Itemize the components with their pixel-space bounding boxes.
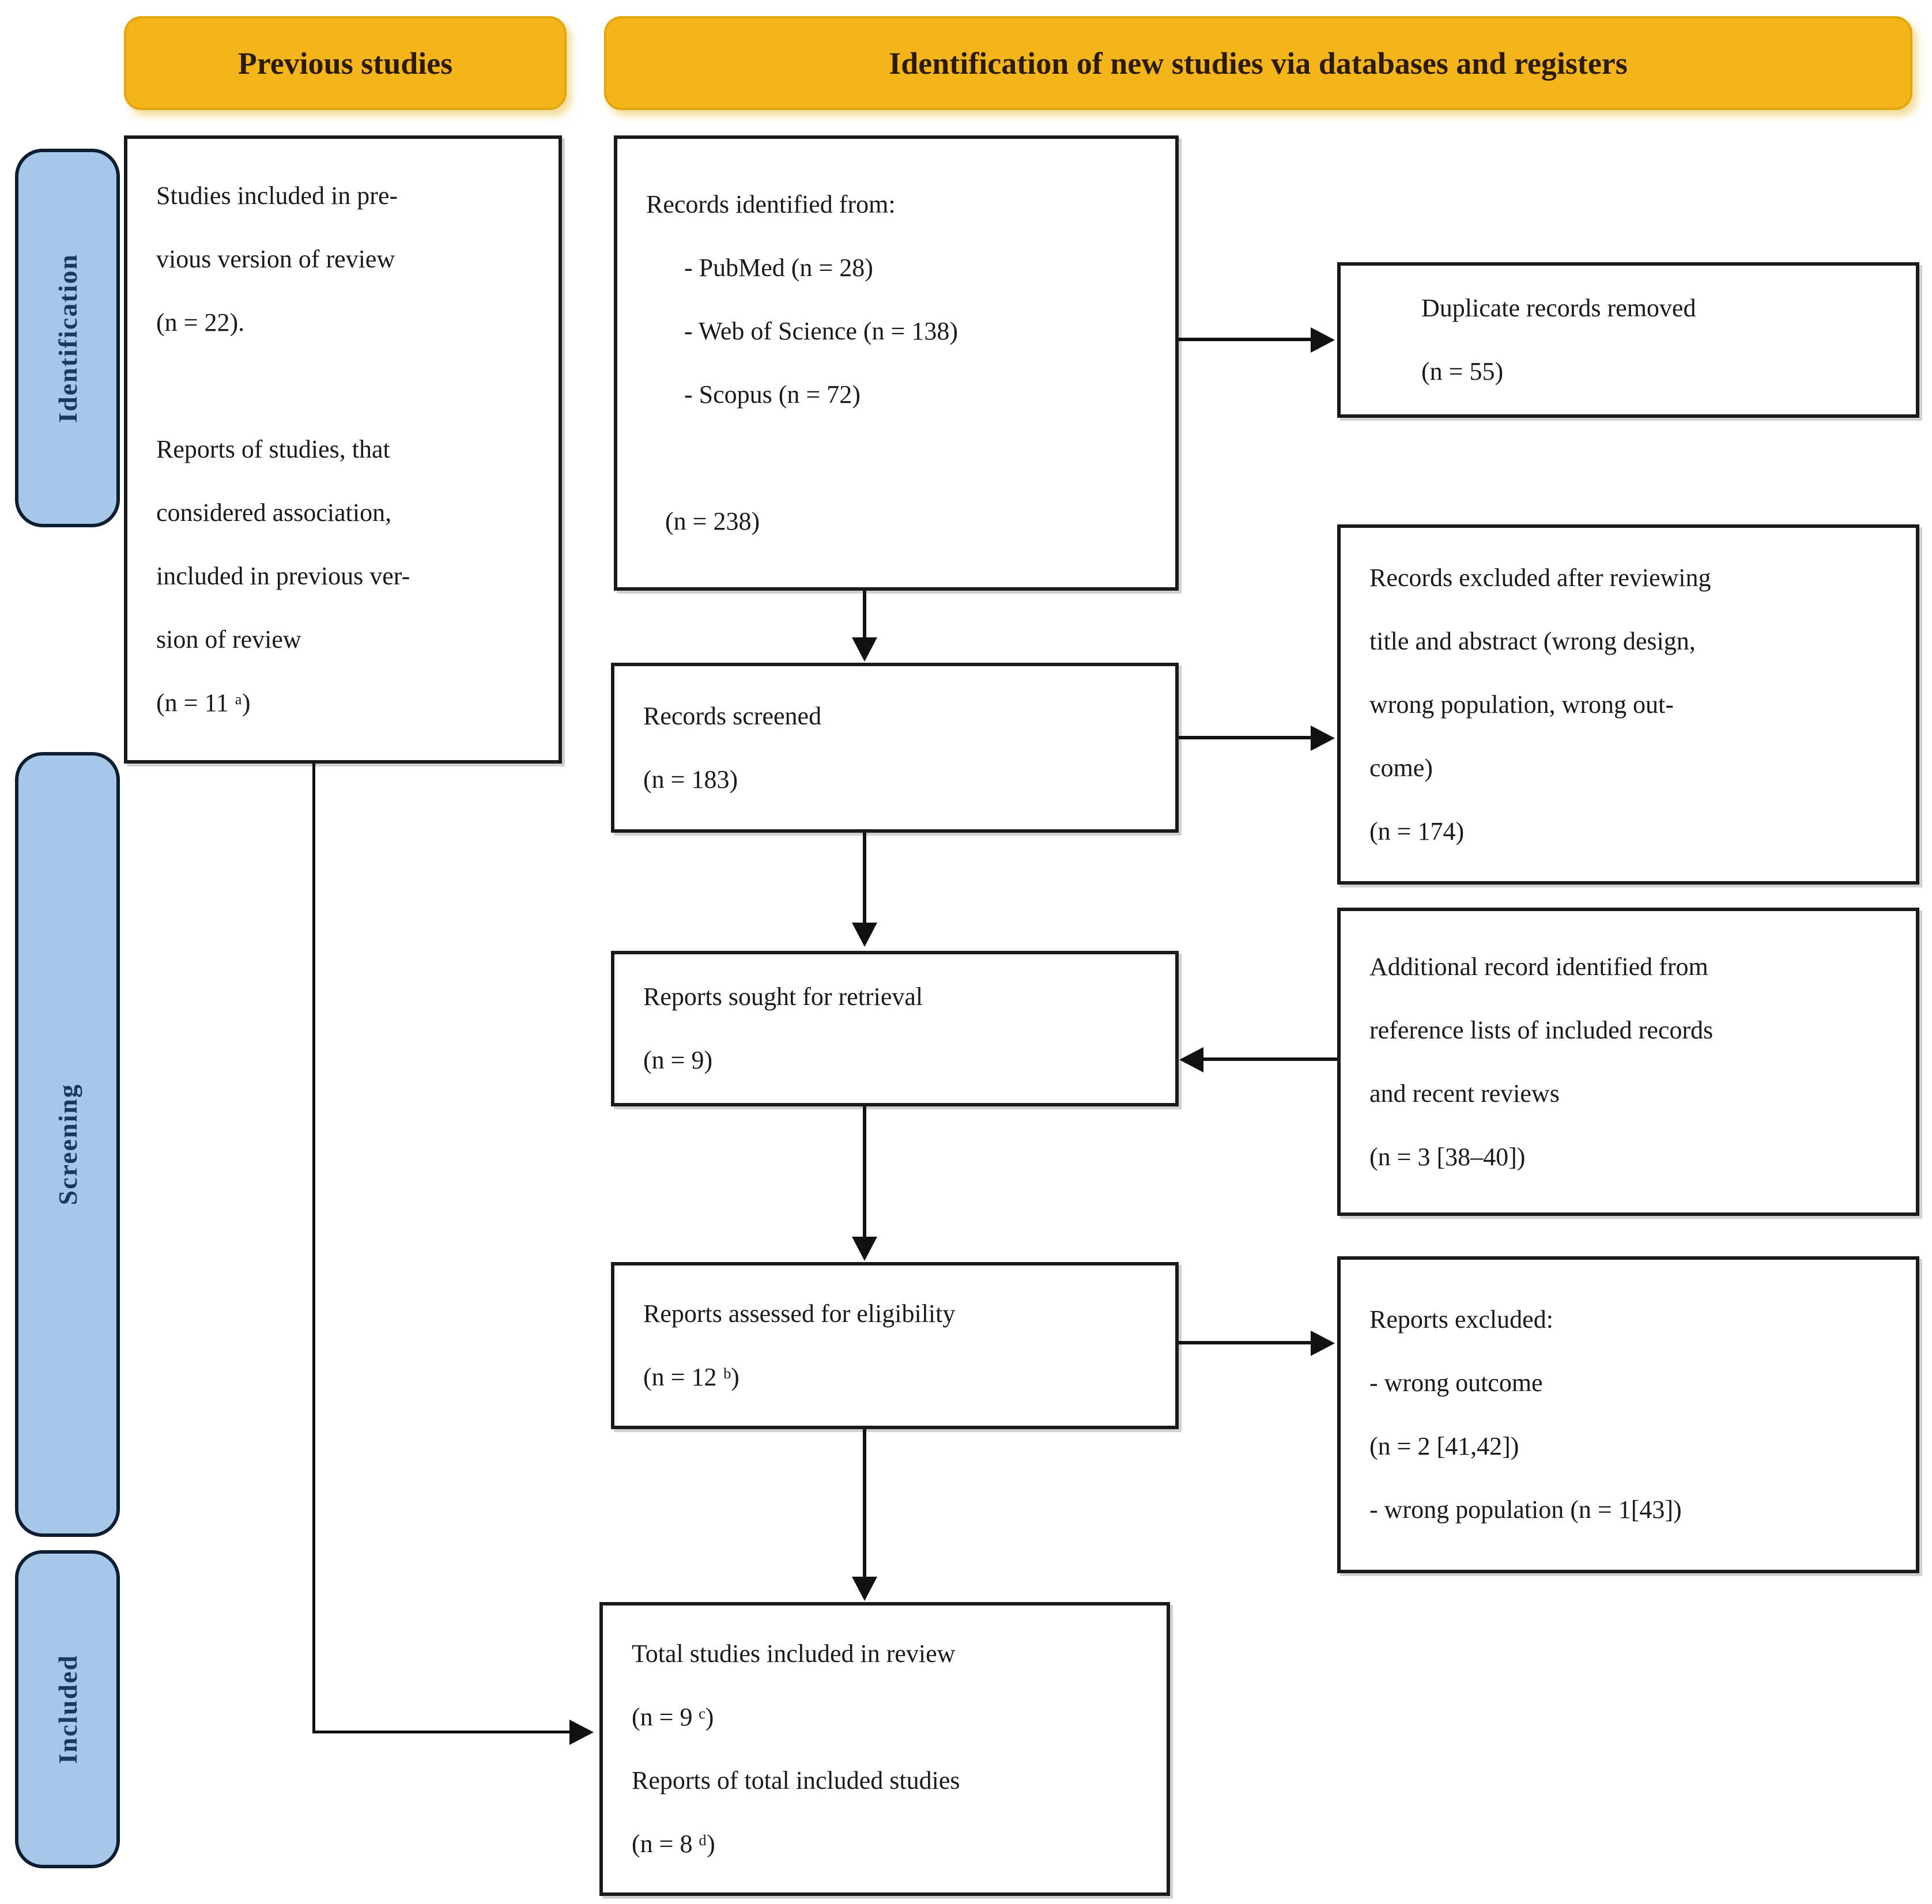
box-records-screened-text: Records screened (n = 183) — [643, 701, 822, 794]
box-reports-assessed: Reports assessed for eligibility (n = 12… — [611, 1262, 1179, 1429]
box-reports-excluded-text: Reports excluded: - wrong outcome (n = 2… — [1369, 1305, 1682, 1524]
arrowhead-left-icon — [1179, 1047, 1203, 1072]
stage-identification: Identification — [15, 149, 120, 527]
box-additional-record-text: Additional record identified from refere… — [1369, 952, 1714, 1171]
box-reports-sought: Reports sought for retrieval (n = 9) — [611, 951, 1179, 1106]
connector-screened-to-excluded — [1179, 736, 1312, 739]
box-duplicate-records-removed: Duplicate records removed (n = 55) — [1337, 262, 1919, 418]
arrowhead-right-icon — [569, 1720, 594, 1745]
connector-sought-to-assessed — [863, 1106, 866, 1238]
box-reports-sought-text: Reports sought for retrieval (n = 9) — [643, 983, 923, 1074]
box-duplicate-records-removed-text: Duplicate records removed (n = 55) — [1421, 294, 1696, 386]
header-identification-new-studies: Identification of new studies via databa… — [604, 16, 1912, 110]
connector-screened-to-sought — [863, 833, 866, 924]
box-records-identified-text: Records identified from: - PubMed (n = 2… — [646, 190, 958, 535]
stage-included: Included — [15, 1550, 120, 1868]
stage-included-label: Included — [52, 1654, 82, 1764]
arrowhead-right-icon — [1311, 726, 1335, 751]
arrowhead-down-icon — [852, 637, 877, 662]
box-records-excluded-text: Records excluded after reviewing title a… — [1369, 563, 1711, 845]
arrowhead-right-icon — [1311, 327, 1335, 353]
arrowhead-right-icon — [1311, 1331, 1335, 1356]
stage-identification-label: Identification — [52, 253, 82, 423]
box-records-identified: Records identified from: - PubMed (n = 2… — [614, 135, 1179, 591]
box-reports-assessed-text: Reports assessed for eligibility (n = 12… — [643, 1299, 956, 1391]
box-records-excluded: Records excluded after reviewing title a… — [1337, 524, 1919, 885]
stage-screening-label: Screening — [52, 1083, 82, 1206]
connector-previous-to-total-vertical — [312, 764, 315, 1733]
stage-screening: Screening — [15, 752, 120, 1537]
arrowhead-down-icon — [852, 1577, 877, 1601]
box-records-screened: Records screened (n = 183) — [611, 663, 1179, 833]
header-identification-new-studies-label: Identification of new studies via databa… — [889, 46, 1628, 81]
box-additional-record: Additional record identified from refere… — [1337, 908, 1919, 1216]
connector-assessed-to-total — [863, 1429, 866, 1578]
box-previous-studies-text: Studies included in pre- vious version o… — [156, 182, 410, 717]
box-previous-studies: Studies included in pre- vious version o… — [124, 135, 562, 764]
box-total-included-text: Total studies included in review (n = 9 … — [632, 1639, 960, 1858]
connector-identified-to-screened — [863, 591, 866, 638]
connector-additional-to-sought — [1203, 1057, 1337, 1061]
box-total-included: Total studies included in review (n = 9 … — [599, 1602, 1170, 1896]
arrowhead-down-icon — [852, 1237, 877, 1261]
arrowhead-down-icon — [852, 923, 877, 947]
box-reports-excluded: Reports excluded: - wrong outcome (n = 2… — [1337, 1256, 1919, 1573]
header-previous-studies-label: Previous studies — [237, 46, 453, 81]
header-previous-studies: Previous studies — [124, 16, 567, 110]
connector-previous-to-total-horizontal — [312, 1731, 572, 1733]
connector-identified-to-duplicates — [1179, 338, 1312, 341]
connector-assessed-to-reports-excluded — [1179, 1341, 1312, 1344]
